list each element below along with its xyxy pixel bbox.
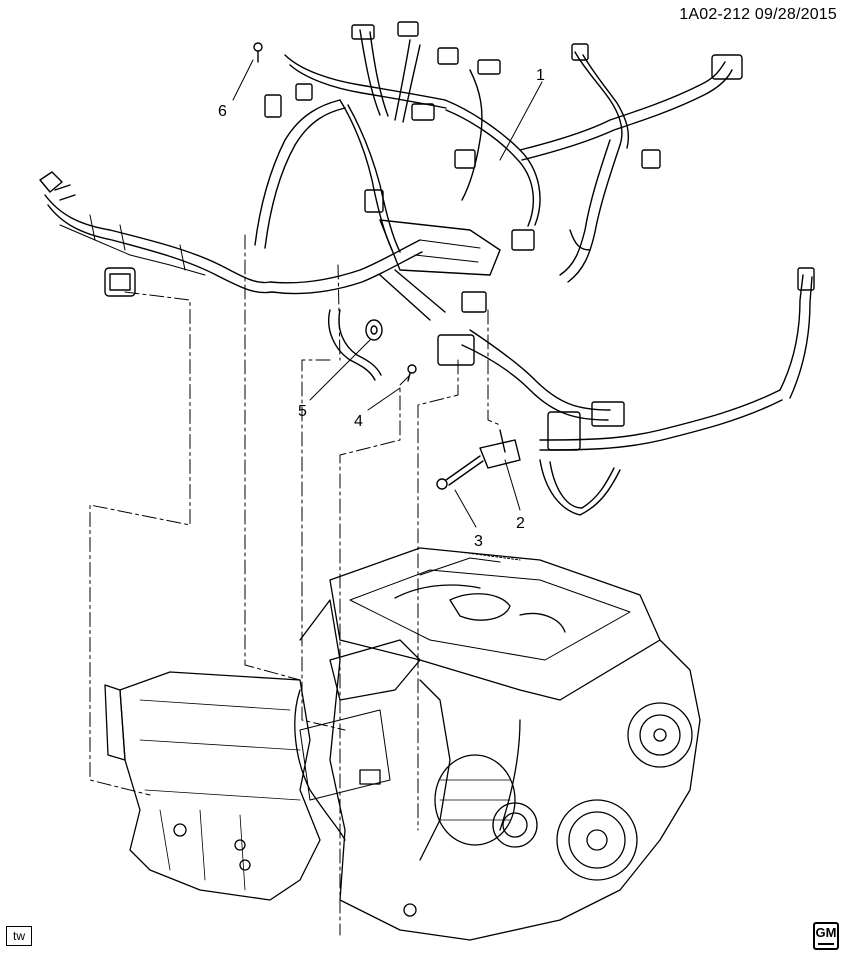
- callout-6-label: 6: [218, 103, 227, 120]
- callout-4-label: 4: [354, 413, 363, 430]
- harness-bracket: [479, 429, 521, 469]
- gm-logo-text: GM: [815, 925, 837, 940]
- bracket-bolt: [436, 455, 484, 490]
- engine-assembly: [104, 547, 701, 941]
- gm-logo: GM: [813, 922, 839, 950]
- harness-retaining-bolt: [407, 364, 417, 382]
- callout-leader-lines: [232, 59, 543, 528]
- engine-wiring-harness: [39, 21, 815, 516]
- harness-grommet: [365, 319, 383, 341]
- view-tag-box: tw: [6, 926, 32, 946]
- connector-leader-lines: [89, 234, 501, 936]
- callout-5-label: 5: [298, 403, 307, 420]
- callout-3-label: 3: [474, 533, 483, 550]
- callout-2-label: 2: [516, 515, 525, 532]
- gm-logo-bar: [818, 943, 834, 945]
- callout-1-label: 1: [536, 67, 545, 84]
- harness-stud: [253, 42, 263, 63]
- diagram-reference-code: 1A02-212 09/28/2015: [679, 6, 837, 23]
